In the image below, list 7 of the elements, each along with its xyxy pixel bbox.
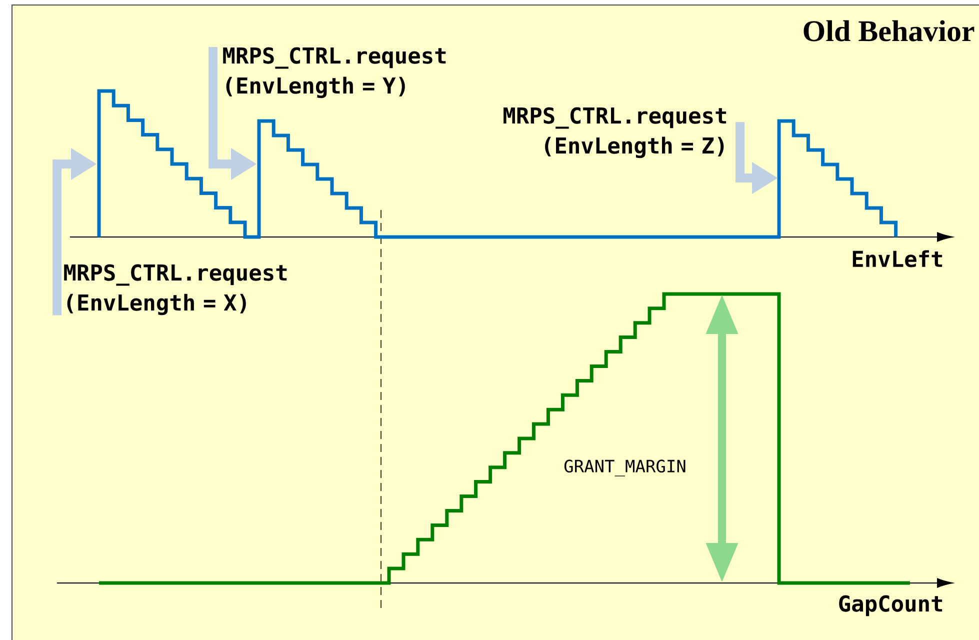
axis-label: EnvLeft <box>852 250 942 268</box>
request-label: MRPS_CTRL.request (EnvLength = Z) <box>504 107 726 158</box>
request-label: MRPS_CTRL.request (EnvLength = X) <box>64 264 287 316</box>
request-label: MRPS_CTRL.request (EnvLength = Y) <box>223 47 446 98</box>
title: Old Behavior <box>804 20 974 42</box>
axis-label: GapCount <box>839 595 942 616</box>
dimension-label: GRANT_MARGIN <box>564 460 686 476</box>
